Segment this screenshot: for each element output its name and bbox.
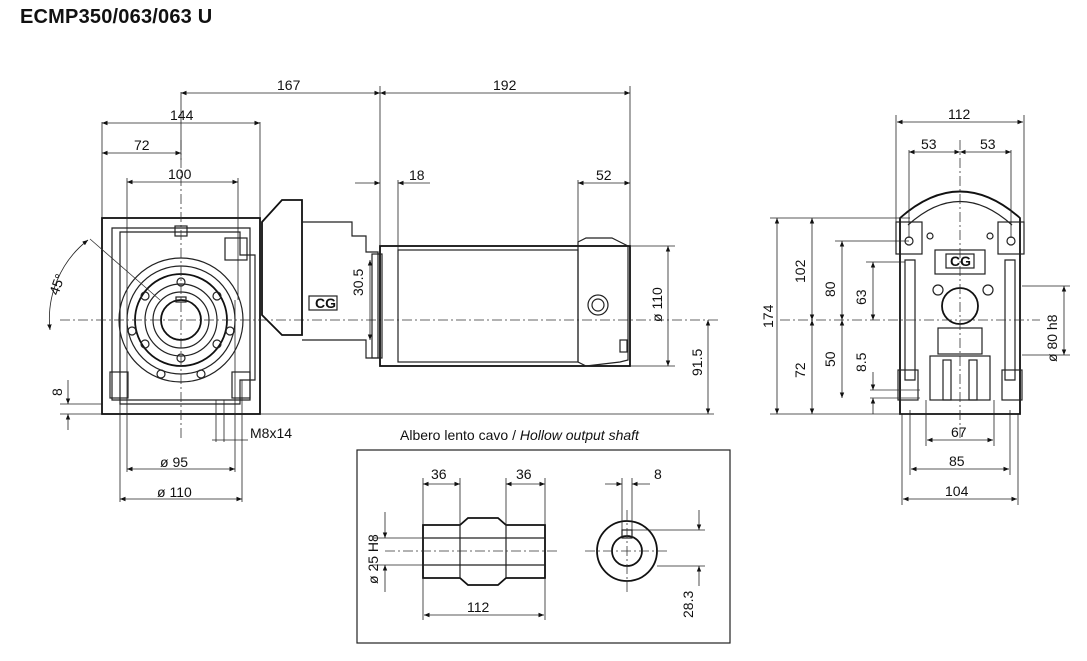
dim-192: 192 xyxy=(493,77,517,93)
caption-italian: Albero lento cavo / xyxy=(400,427,520,443)
motor-dimensions xyxy=(47,86,714,502)
shaft-caption: Albero lento cavo / Hollow output shaft xyxy=(400,427,640,443)
dim-8-5: 8.5 xyxy=(853,352,869,372)
dim-25-h8: ø 25 H8 xyxy=(365,534,381,584)
caption-english: Hollow output shaft xyxy=(520,427,640,443)
dim-95: ø 95 xyxy=(160,454,188,470)
dim-52: 52 xyxy=(596,167,612,183)
dim-110-front: ø 110 xyxy=(157,484,192,500)
dim-72-side: 72 xyxy=(792,362,808,378)
dim-45-deg: 45° xyxy=(46,272,68,297)
motor-assembly: CG xyxy=(261,199,631,367)
dim-100: 100 xyxy=(168,166,192,182)
dim-102: 102 xyxy=(792,259,808,283)
side-view-gearbox: CG xyxy=(780,140,1040,440)
dim-53-left: 53 xyxy=(921,136,937,152)
dim-144: 144 xyxy=(170,107,194,123)
dim-174: 174 xyxy=(760,304,776,328)
dim-67: 67 xyxy=(951,424,967,440)
side-dimensions xyxy=(770,115,1070,505)
brand-logo-1: CG xyxy=(315,295,336,311)
dim-63: 63 xyxy=(853,289,869,305)
dim-104: 104 xyxy=(945,483,969,499)
dim-8-shaft: 8 xyxy=(654,466,662,482)
dim-80: 80 xyxy=(822,281,838,297)
dim-112-shaft: 112 xyxy=(467,599,490,615)
dim-50: 50 xyxy=(822,351,838,367)
dim-112-side: 112 xyxy=(948,106,971,122)
dim-80-h8: ø 80 h8 xyxy=(1044,314,1060,362)
dim-72-front: 72 xyxy=(134,137,150,153)
dim-91-5: 91.5 xyxy=(689,349,705,376)
dim-53-right: 53 xyxy=(980,136,996,152)
drawing-title: ECMP350/063/063 U xyxy=(20,6,213,28)
dim-28-3: 28.3 xyxy=(680,591,696,618)
dim-8-front: 8 xyxy=(49,388,65,396)
dim-36-right: 36 xyxy=(516,466,532,482)
dim-110-motor: ø 110 xyxy=(649,287,665,322)
shaft-dimensions xyxy=(372,478,705,620)
front-view-gearbox xyxy=(60,140,720,440)
dim-36-left: 36 xyxy=(431,466,447,482)
dim-30-5: 30.5 xyxy=(350,269,366,296)
brand-logo-2: CG xyxy=(950,253,971,269)
hollow-shaft-detail xyxy=(356,449,731,644)
dim-m8x14: M8x14 xyxy=(250,425,292,441)
dim-85: 85 xyxy=(949,453,965,469)
dim-167: 167 xyxy=(277,77,301,93)
dim-18: 18 xyxy=(409,167,425,183)
